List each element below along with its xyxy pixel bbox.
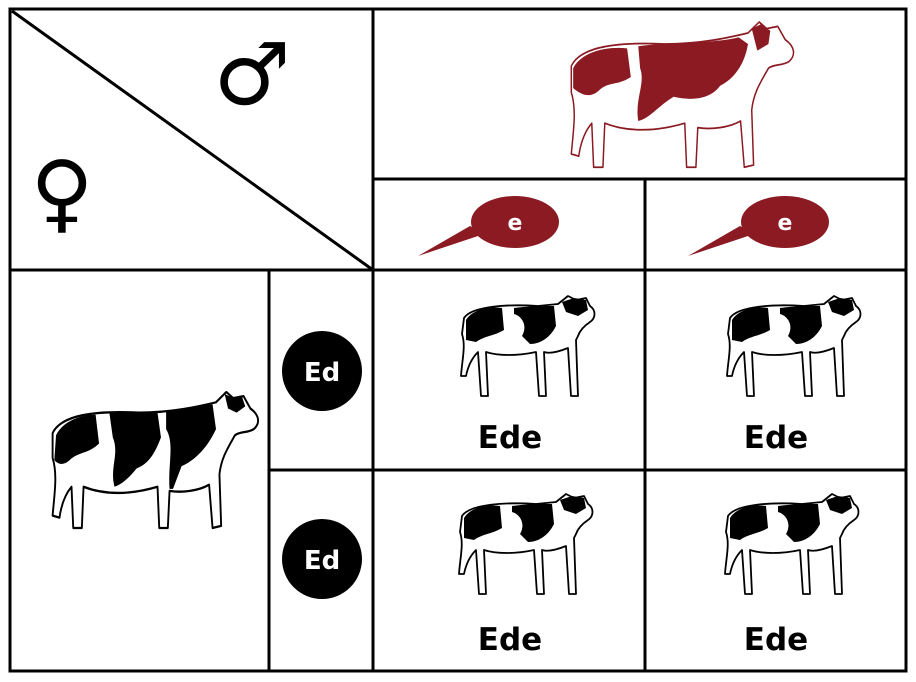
corner-diagonal [11,9,374,272]
outer-border [8,7,908,673]
allele-label: e [778,211,793,236]
allele-label: Ed [304,546,340,576]
maternal-allele-2: Ed [282,519,362,599]
holstein-calf-icon [724,493,860,595]
holstein-calf-icon [458,493,594,595]
paternal-allele-2: e [688,196,829,256]
offspring-cell-2-2: Ede [724,493,860,658]
grid-lines [10,9,906,671]
genotype-label: Ede [478,622,542,658]
holstein-cow-icon [51,390,260,530]
genotype-label: Ede [478,420,542,456]
female-symbol-icon: ♀ [31,143,94,243]
maternal-allele-1: Ed [282,331,362,411]
offspring-cell-1-2: Ede [726,295,862,456]
holstein-calf-icon [460,295,596,397]
holstein-calf-icon [726,295,862,397]
offspring-cell-2-1: Ede [458,493,594,658]
male-symbol-icon: ♂ [213,25,290,125]
genotype-label: Ede [744,622,808,658]
paternal-allele-1: e [418,196,559,256]
red-cow-icon [570,21,795,169]
offspring-cell-1-1: Ede [460,295,596,456]
allele-label: e [508,211,523,236]
allele-label: Ed [304,358,340,388]
genotype-label: Ede [744,420,808,456]
